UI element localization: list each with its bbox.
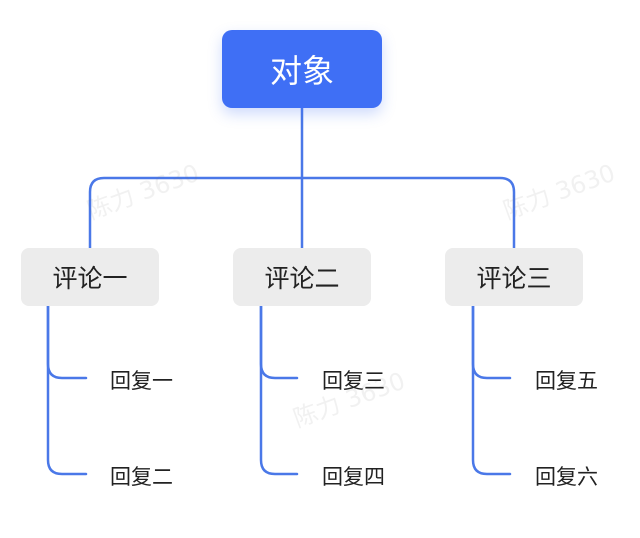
comment-node-1: 评论一	[21, 248, 159, 306]
reply-label-6: 回复六	[535, 465, 598, 489]
reply-label-4: 回复四	[322, 465, 385, 489]
reply-label-3: 回复三	[322, 369, 385, 393]
comment-node-3: 评论三	[445, 248, 583, 306]
branch-bus-line	[88, 176, 516, 250]
reply-label-5: 回复五	[535, 369, 598, 393]
reply-label-2: 回复二	[110, 465, 173, 489]
reply-connector-6	[471, 304, 512, 476]
reply-connector-3	[259, 304, 299, 380]
reply-connector-4	[259, 304, 299, 476]
reply-connector-1	[46, 304, 88, 380]
root-node: 对象	[222, 30, 382, 108]
reply-connector-5	[471, 304, 512, 380]
reply-connector-2	[46, 304, 88, 476]
reply-label-1: 回复一	[110, 369, 173, 393]
comment-node-2: 评论二	[233, 248, 371, 306]
